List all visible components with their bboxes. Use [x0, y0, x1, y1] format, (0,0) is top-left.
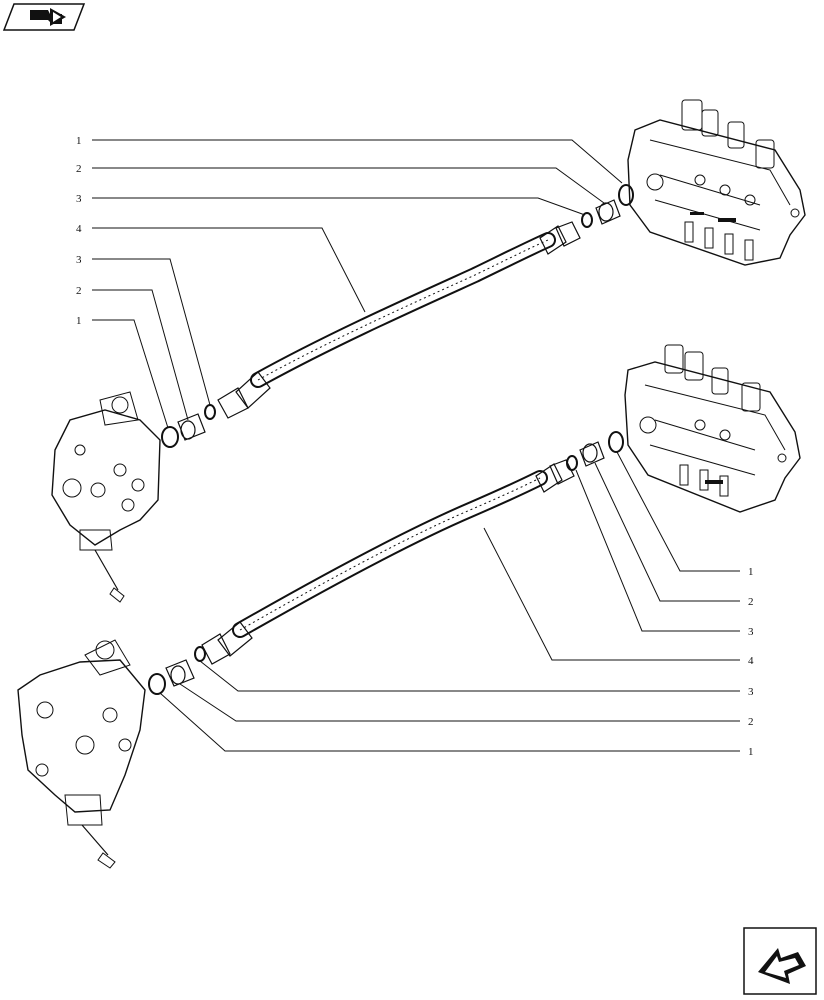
callout-lower-5: 3: [748, 686, 754, 698]
callout-upper-4: 4: [76, 223, 82, 235]
callout-lower-7: 1: [748, 746, 754, 758]
callout-upper-3: 3: [76, 193, 82, 205]
callout-lower-3: 3: [748, 626, 754, 638]
upper-hose-assembly: [217, 221, 581, 419]
callout-upper-6: 2: [76, 285, 82, 297]
upper-left-fittings: [161, 404, 216, 448]
upper-leader-lines: [92, 139, 623, 429]
callout-lower-1: 1: [748, 566, 754, 578]
book-arrow-icon[interactable]: [2, 3, 86, 31]
lower-leader-lines: [159, 451, 740, 752]
lower-callouts: 1 2 3 4 3 2 1: [748, 566, 754, 758]
upper-callouts: 1 2 3 4 3 2 1: [76, 135, 82, 327]
lower-hose-assembly: [201, 459, 575, 665]
callout-upper-1: 1: [76, 135, 82, 147]
callout-upper-7: 1: [76, 315, 82, 327]
lower-auxiliary-valve: [17, 639, 146, 869]
callout-lower-4: 4: [748, 655, 754, 667]
upper-auxiliary-valve: [51, 391, 161, 603]
upper-control-valve: [627, 99, 806, 266]
callout-upper-5: 3: [76, 254, 82, 266]
back-arrow-icon[interactable]: [743, 927, 817, 995]
lower-right-fittings: [566, 431, 624, 471]
callout-lower-6: 2: [748, 716, 754, 728]
lower-control-valve: [624, 344, 801, 513]
callout-lower-2: 2: [748, 596, 754, 608]
callout-upper-2: 2: [76, 163, 82, 175]
upper-right-fittings: [581, 184, 634, 228]
lower-left-fittings: [148, 646, 206, 695]
